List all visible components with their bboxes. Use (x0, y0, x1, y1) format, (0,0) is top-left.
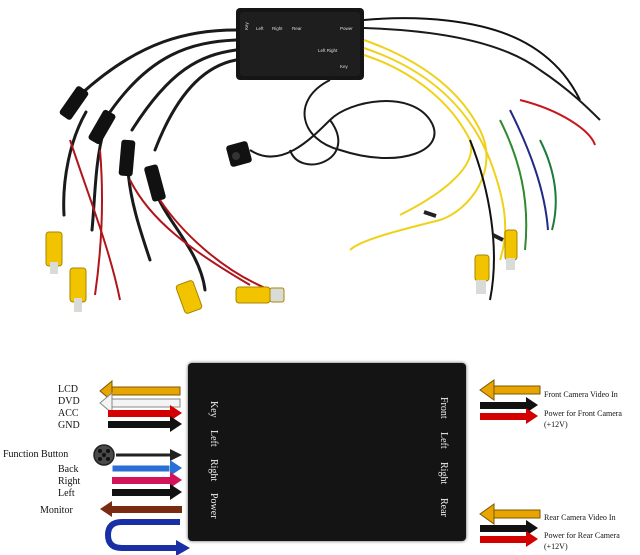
label-function-button: Function Button (3, 449, 69, 460)
label-back: Back (58, 464, 79, 475)
label-monitor: Monitor (40, 505, 73, 516)
port-label-right-right-col: Right (438, 462, 449, 485)
port-label-front: Front (438, 397, 449, 419)
svg-text:Left Right: Left Right (318, 48, 338, 53)
label-front-camera-power: Power for Front Camera (544, 409, 622, 418)
port-label-key: Key (208, 401, 219, 418)
port-label-left: Left (208, 429, 219, 447)
left-arrow (112, 484, 182, 500)
module-left-labels: Key Left Right Power (208, 401, 219, 519)
label-lcd: LCD (58, 384, 78, 395)
label-right: Right (58, 476, 81, 487)
front-power-arrow (480, 397, 538, 424)
product-photo: Key Left Right Rear Power Left Right Key (45, 8, 601, 314)
port-label-left-right-col: Left (438, 432, 449, 449)
label-front-camera-power-voltage: (+12V) (544, 420, 568, 429)
label-front-camera-video-in: Front Camera Video In (544, 390, 618, 399)
label-rear-camera-video-in: Rear Camera Video In (544, 513, 616, 522)
label-dvd: DVD (58, 396, 80, 407)
back-arrow (111, 460, 182, 476)
dvd-arrow (99, 391, 181, 415)
module-right-labels: Front Left Right Rear (438, 397, 449, 517)
svg-text:Left: Left (256, 26, 264, 31)
port-label-rear: Rear (438, 498, 449, 517)
svg-text:Key: Key (340, 64, 349, 69)
label-acc: ACC (58, 408, 79, 419)
function-button-connector (93, 444, 182, 466)
label-rear-camera-power-voltage: (+12V) (544, 542, 568, 551)
port-label-power: Power (208, 493, 219, 519)
gnd-arrow (108, 416, 182, 432)
loop-connector (104, 519, 190, 555)
right-arrow (112, 472, 182, 488)
acc-arrow (108, 405, 182, 421)
monitor-arrow (100, 501, 182, 517)
wiring-arrows (93, 379, 541, 555)
svg-text:Key: Key (244, 21, 249, 30)
label-left: Left (58, 488, 75, 499)
rear-power-arrow (480, 520, 538, 547)
port-label-right: Right (208, 458, 219, 482)
camera-switch-module: Key Left Right Power Front Left Right Re… (188, 363, 466, 541)
label-rear-camera-power: Power for Rear Camera (544, 531, 620, 540)
svg-text:Right: Right (272, 26, 283, 31)
svg-text:Rear: Rear (292, 26, 302, 31)
rear-video-arrow (479, 503, 541, 525)
svg-text:Power: Power (340, 26, 353, 31)
label-gnd: GND (58, 420, 80, 431)
front-video-arrow (479, 379, 541, 401)
